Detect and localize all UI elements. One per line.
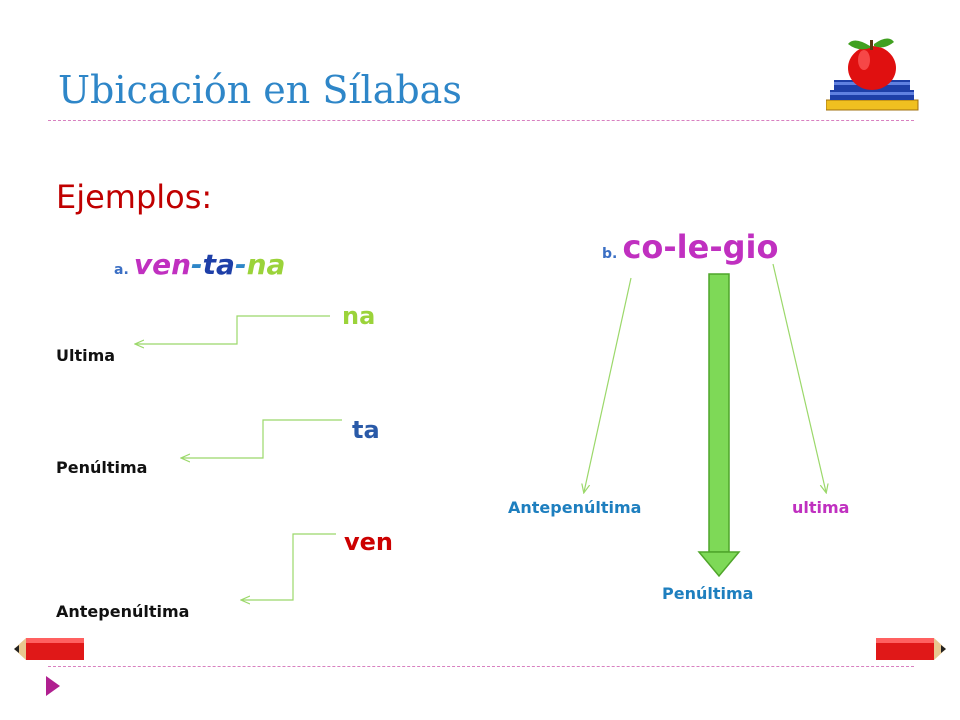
top-divider [48,120,914,121]
examples-heading: Ejemplos: [56,178,213,216]
syllable-ta: ta [202,248,235,281]
hyphen: - [191,248,203,281]
syllable-na: na [246,248,286,281]
page-title: Ubicación en Sílabas [58,68,462,112]
example-a-word: a. ven-ta-na [114,248,285,281]
ultima-label: Ultima [56,346,116,365]
syllable-ta-label: ta [352,416,380,444]
b-ultima-label: ultima [792,498,850,517]
arrow-le-to-penultima [697,273,741,578]
hyphen: - [234,248,247,281]
example-a-marker: a. [114,262,129,278]
syllable-na-label: na [342,302,376,330]
penultima-label: Penúltima [56,458,148,477]
b-antepenultima-label: Antepenúltima [508,498,642,517]
arrow-ven-to-antepenultima [242,533,336,600]
bottom-divider [48,666,914,667]
antepenultima-label: Antepenúltima [56,602,190,621]
example-b-word: b. co-le-gio [602,228,778,266]
bullet-triangle-icon [46,676,60,696]
arrow-ta-to-penultima [182,419,342,458]
word-colegio: co-le-gio [622,228,779,266]
arrow-gio-to-ultima [772,263,826,492]
b-penultima-label: Penúltima [662,584,754,603]
apple-books-icon [826,38,919,111]
syllable-ven-label: ven [344,528,394,556]
pencil-icon [876,638,946,660]
example-b-marker: b. [602,246,618,262]
pencil-icon [14,638,84,660]
syllable-ven: ven [133,248,192,281]
arrow-co-to-antepenultima [584,277,632,492]
arrow-na-to-ultima [136,315,330,344]
